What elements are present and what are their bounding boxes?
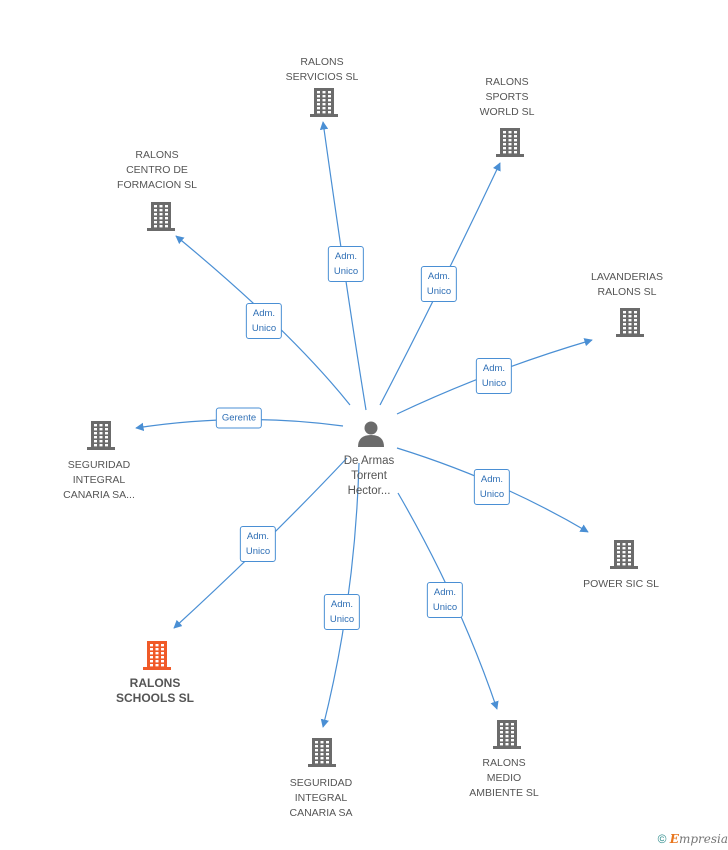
role-badge-servicios: Adm. Unico [327, 246, 365, 282]
company-label-lavanderias[interactable]: LAVANDERIAS RALONS SL [591, 271, 663, 298]
building-icon[interactable] [493, 720, 521, 749]
copyright-symbol: © [657, 832, 667, 846]
company-label-powersic[interactable]: POWER SIC SL [583, 578, 659, 590]
company-label-servicios[interactable]: RALONS SERVICIOS SL [285, 56, 359, 83]
building-icon[interactable] [147, 202, 175, 231]
building-icon[interactable] [616, 308, 644, 337]
footer: © Empresia [658, 832, 728, 846]
person-icon[interactable] [358, 421, 384, 448]
building-icon[interactable] [310, 88, 338, 117]
company-label-medio[interactable]: RALONS MEDIO AMBIENTE SL [469, 757, 539, 799]
building-icon[interactable] [87, 421, 115, 450]
company-label-sports[interactable]: RALONS SPORTS WORLD SL [479, 76, 535, 118]
role-badge-lavanderias: Adm. Unico [475, 358, 513, 394]
building-icon[interactable] [496, 128, 524, 157]
role-badge-seguridad1: Gerente [215, 407, 263, 429]
building-icon[interactable] [610, 540, 638, 569]
building-icon[interactable] [143, 641, 171, 670]
role-badge-seguridad2: Adm. Unico [323, 594, 361, 630]
role-badge-schools: Adm. Unico [239, 526, 277, 562]
company-label-seguridad2[interactable]: SEGURIDAD INTEGRAL CANARIA SA [289, 777, 353, 819]
company-label-schools[interactable]: RALONS SCHOOLS SL [115, 676, 195, 705]
role-badge-formacion: Adm. Unico [245, 303, 283, 339]
brand-logo[interactable]: Empresia [669, 832, 728, 846]
company-label-seguridad1[interactable]: SEGURIDAD INTEGRAL CANARIA SA... [63, 459, 135, 501]
role-badge-sports: Adm. Unico [420, 266, 458, 302]
company-label-formacion[interactable]: RALONS CENTRO DE FORMACION SL [117, 149, 197, 191]
building-icon[interactable] [308, 738, 336, 767]
person-name[interactable]: De Armas Torrent Hector... [343, 455, 395, 497]
role-badge-medio: Adm. Unico [426, 582, 464, 618]
role-badge-powersic: Adm. Unico [473, 469, 511, 505]
edge-servicios [319, 121, 367, 411]
